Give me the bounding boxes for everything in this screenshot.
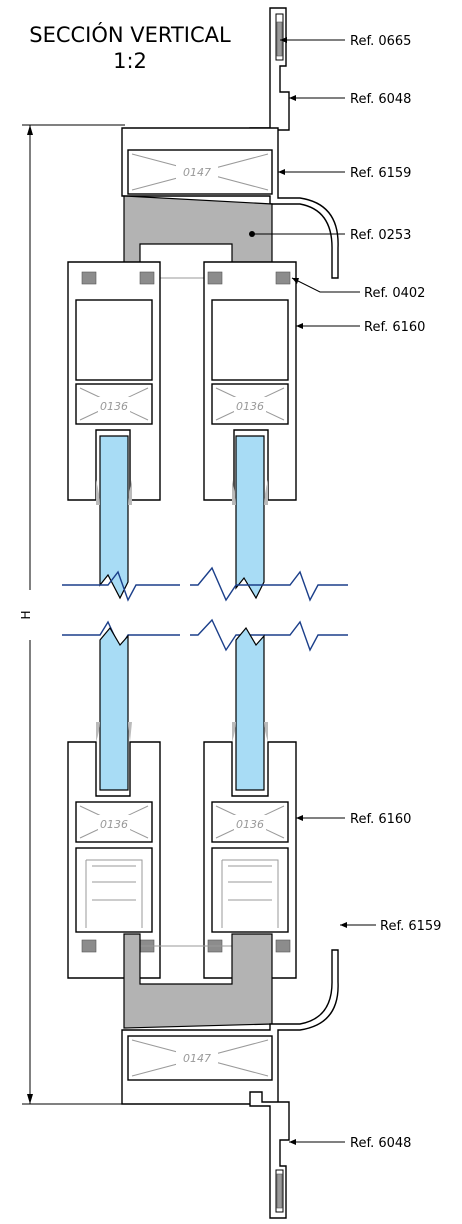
top-sill-profile-6159: 0147: [121, 127, 339, 279]
profile-code-top-block: 0147: [183, 166, 211, 179]
ref-label-0402: Ref. 0402: [364, 286, 425, 301]
ref-label-6159-top: Ref. 6159: [350, 166, 411, 181]
bottom-frame-profile-6048: [249, 1091, 290, 1219]
ref-label-0665: Ref. 0665: [350, 34, 411, 49]
drawing-scale: 1:2: [113, 49, 147, 73]
profile-code-upper-left: 0136: [100, 400, 128, 413]
ref-label-6048-top: Ref. 6048: [350, 92, 411, 107]
profile-code-lower-right: 0136: [236, 818, 264, 831]
lower-right-glass: [235, 626, 265, 791]
lower-left-sash: 0136: [67, 722, 161, 979]
height-dimension-label: H: [19, 610, 33, 619]
height-dimension: H: [19, 124, 125, 1105]
upper-left-glass: [99, 435, 129, 600]
lower-right-sash: 0136: [203, 722, 297, 979]
upper-right-glass: [235, 435, 265, 600]
top-frame-profile-6048: [249, 7, 290, 141]
lower-left-glass: [99, 626, 129, 791]
reference-callouts: Ref. 0665 Ref. 6048 Ref. 6159 Ref. 0253 …: [249, 34, 441, 1151]
drawing-title: SECCIÓN VERTICAL: [29, 22, 231, 47]
bottom-filler: [123, 933, 273, 1029]
ref-label-6048-bottom: Ref. 6048: [350, 1136, 411, 1151]
profile-code-bottom-block: 0147: [183, 1052, 211, 1065]
profile-code-upper-right: 0136: [236, 400, 264, 413]
upper-left-sash: 0136: [67, 261, 161, 501]
bottom-sill-profile-6159: 0147: [121, 949, 339, 1105]
ref-label-0253: Ref. 0253: [350, 228, 411, 243]
ref-label-6160-lower: Ref. 6160: [350, 812, 411, 827]
ref-label-6160-upper: Ref. 6160: [364, 320, 425, 335]
upper-right-sash: 0136: [203, 261, 297, 501]
profile-code-lower-left: 0136: [100, 818, 128, 831]
ref-label-6159-bottom: Ref. 6159: [380, 919, 441, 934]
